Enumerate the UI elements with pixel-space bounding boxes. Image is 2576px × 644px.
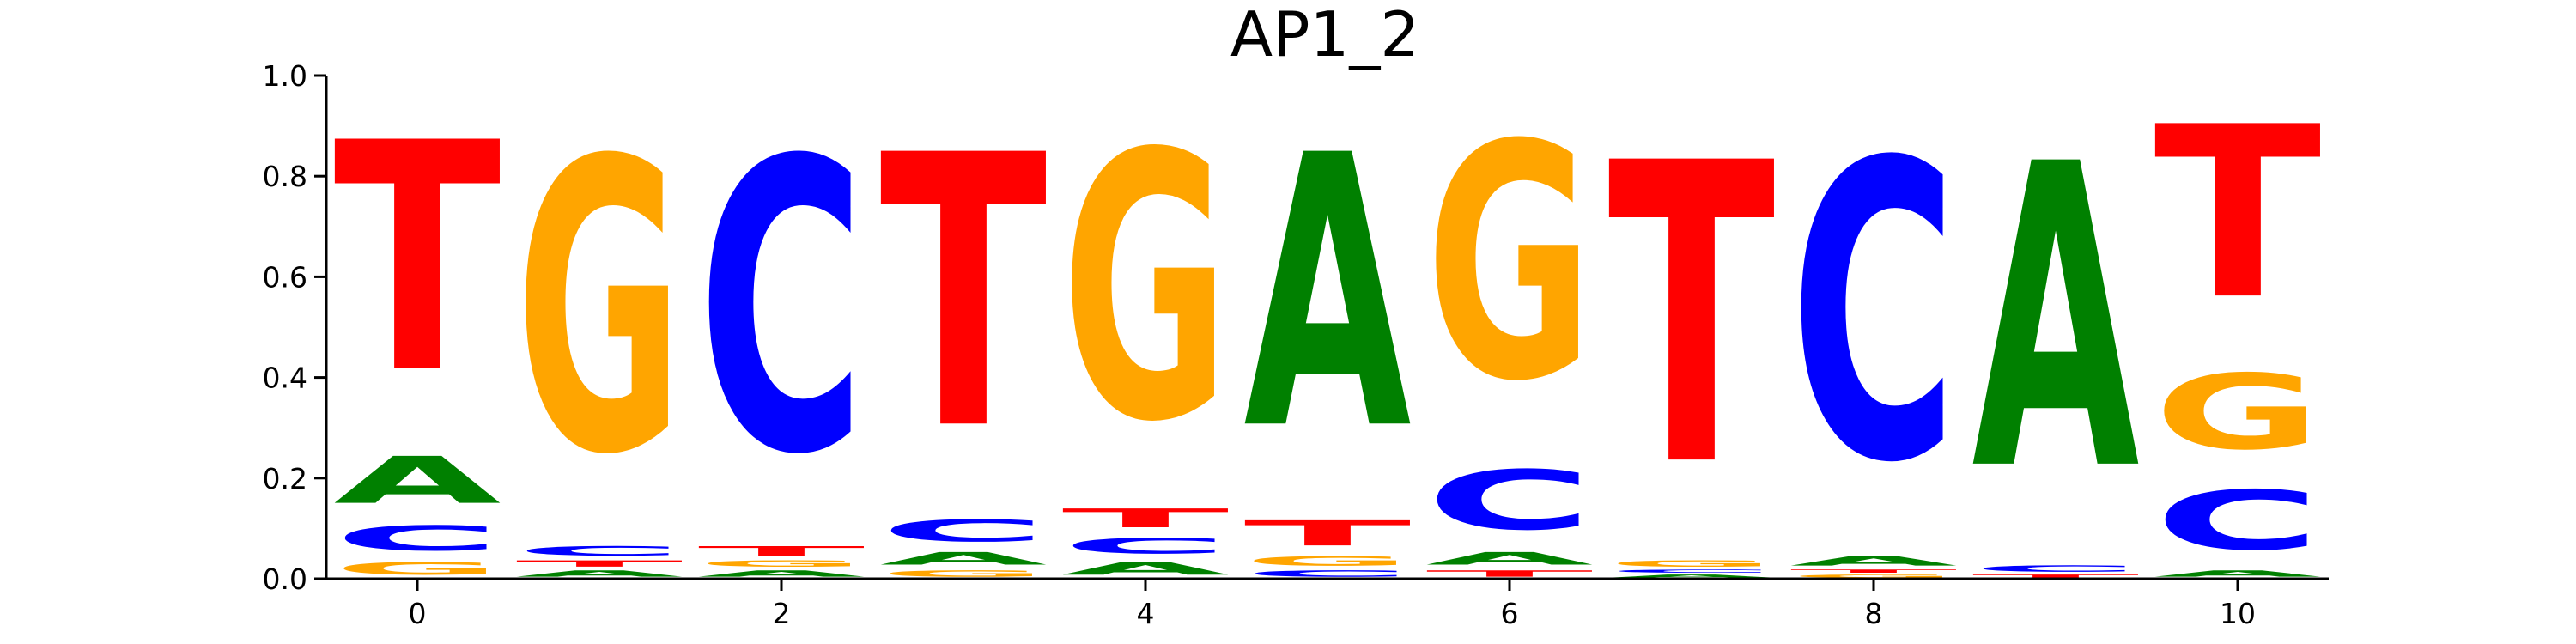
- logo-letter-G-pos-0: G: [333, 559, 501, 579]
- logo-letter-C-pos-7: C: [1607, 568, 1775, 574]
- logo-letter-A-pos-7: A: [1607, 574, 1775, 579]
- logo-letter-A-pos-2: A: [697, 568, 865, 579]
- logo-letter-A-pos-4: A: [1061, 559, 1229, 579]
- logo-letter-A-pos-1: A: [515, 568, 683, 579]
- x-tick-label: 4: [1137, 597, 1155, 630]
- logo-letter-A-pos-8: A: [1789, 554, 1957, 569]
- logo-letter-T-pos-1: T: [515, 559, 683, 569]
- logo-letter-T-pos-5: T: [1243, 513, 1411, 554]
- logo-letter-T-pos-8: T: [1789, 568, 1957, 574]
- logo-letter-G-pos-8: G: [1789, 574, 1957, 579]
- logo-letter-C-pos-6: C: [1425, 453, 1593, 549]
- logo-letter-C-pos-8: C: [1789, 76, 1957, 551]
- logo-letter-G-pos-7: G: [1607, 559, 1775, 569]
- x-tick-label: 8: [1865, 597, 1883, 630]
- logo-letters: GCATATCGAGTCGACTACTGCGTATACGACGTGTACTCAA…: [333, 76, 2323, 579]
- logo-letter-C-pos-9: C: [1971, 563, 2139, 574]
- x-tick-label: 6: [1501, 597, 1519, 630]
- logo-letter-C-pos-3: C: [879, 513, 1047, 549]
- logo-letter-T-pos-0: T: [333, 76, 502, 442]
- logo-letter-A-pos-10: A: [2154, 568, 2321, 579]
- logo-letter-G-pos-2: G: [697, 559, 865, 569]
- logo-letter-A-pos-0: A: [333, 443, 501, 519]
- logo-letter-T-pos-10: T: [2154, 76, 2323, 352]
- logo-letter-A-pos-5: A: [1243, 76, 1413, 512]
- y-tick-label: 0.4: [263, 361, 307, 395]
- logo-letter-T-pos-2: T: [697, 544, 865, 559]
- y-tick-label: 0.6: [263, 260, 307, 294]
- y-tick-label: 1.0: [263, 59, 307, 93]
- x-axis-ticks: 0 2 4 6 8 10: [409, 579, 2256, 630]
- logo-letter-C-pos-5: C: [1243, 568, 1411, 579]
- y-tick-label: 0.0: [263, 562, 307, 596]
- y-axis-ticks: 0.0 0.2 0.4 0.6 0.8 1.0: [263, 59, 326, 596]
- chart-title: AP1_2: [1230, 0, 1419, 70]
- logo-letter-C-pos-4: C: [1061, 533, 1229, 558]
- logo-letter-T-pos-9: T: [1971, 574, 2139, 579]
- logo-letter-G-pos-3: G: [879, 568, 1047, 579]
- logo-letter-G-pos-5: G: [1243, 554, 1411, 568]
- logo-letter-G-pos-10: G: [2154, 353, 2321, 473]
- logo-letter-C-pos-1: C: [515, 544, 683, 558]
- x-tick-label: 0: [409, 597, 427, 630]
- x-tick-label: 2: [773, 597, 791, 630]
- logo-letter-G-pos-6: G: [1425, 77, 1593, 453]
- logo-letter-A-pos-6: A: [1425, 549, 1593, 568]
- y-tick-label: 0.8: [263, 160, 307, 193]
- logo-letter-T-pos-7: T: [1607, 77, 1777, 557]
- x-tick-label: 10: [2220, 597, 2256, 630]
- logo-letter-C-pos-0: C: [333, 519, 501, 559]
- logo-letter-C-pos-10: C: [2154, 474, 2321, 569]
- y-tick-label: 0.2: [263, 462, 307, 495]
- logo-letter-G-pos-4: G: [1061, 77, 1229, 502]
- logo-letter-C-pos-2: C: [697, 77, 865, 543]
- logo-letter-A-pos-3: A: [879, 549, 1047, 568]
- logo-letter-T-pos-6: T: [1425, 568, 1593, 579]
- logo-letter-A-pos-9: A: [1971, 77, 2141, 562]
- logo-letter-T-pos-4: T: [1061, 503, 1229, 533]
- logo-letter-T-pos-3: T: [879, 76, 1048, 512]
- logo-letter-G-pos-1: G: [515, 77, 683, 543]
